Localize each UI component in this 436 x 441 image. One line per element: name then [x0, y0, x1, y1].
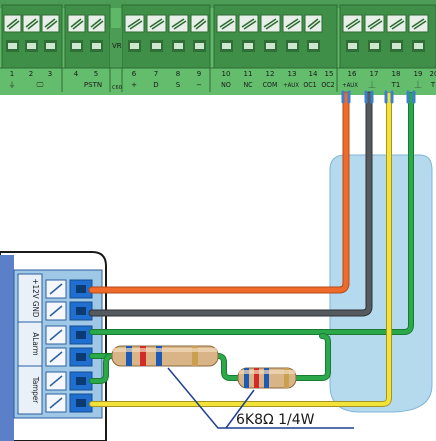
control-panel-board: VR — [0, 0, 436, 95]
terminal-11-label: NC — [243, 81, 253, 89]
terminal-9-label: − — [196, 81, 202, 89]
terminal-14-number: 14 — [309, 70, 318, 78]
resistor-2 — [237, 367, 297, 389]
terminal-6-number: 6 — [132, 70, 137, 78]
terminal-1-number: 1 — [10, 70, 14, 78]
terminal-1-label: ⏚ — [9, 81, 16, 89]
terminal-16-number: 16 — [348, 70, 357, 78]
vr-mark: VR — [112, 42, 122, 50]
terminal-4-number: 4 — [74, 70, 79, 78]
terminal-8-label: S — [176, 81, 181, 89]
terminal-7-number: 7 — [154, 70, 158, 78]
terminal-20-number: 20 — [430, 70, 436, 78]
terminal-12-number: 12 — [266, 70, 275, 78]
terminal-18-number: 18 — [392, 70, 401, 78]
terminal-7-label: D — [153, 81, 158, 89]
power-terminal-label: +12V GND — [31, 279, 40, 318]
terminal-17-number: 17 — [370, 70, 379, 78]
terminal-16-label: +AUX — [342, 82, 358, 89]
terminal-14-label: OC1 — [303, 81, 316, 89]
terminal-9-number: 9 — [197, 70, 201, 78]
resistor-value-label: 6K8Ω 1/4W — [236, 412, 315, 428]
terminal-13-label: +AUX — [283, 82, 299, 89]
tamper-terminal-label: Tamper — [31, 376, 40, 403]
terminal-5-number: 5 — [94, 70, 98, 78]
terminal-2-number: 2 — [29, 70, 33, 78]
c60-mark: C60 — [112, 85, 122, 91]
terminal-8-number: 8 — [176, 70, 180, 78]
terminal-10-number: 10 — [222, 70, 231, 78]
alarm-terminal-label: ALarm — [31, 332, 40, 355]
terminal-4-label: PSTN — [84, 81, 102, 89]
screw-row — [3, 14, 429, 52]
terminal-15-label: OC2 — [321, 81, 334, 89]
terminal-2-label: 🖵 — [37, 81, 44, 89]
terminal-3-number: 3 — [48, 70, 52, 78]
resistor-callout — [167, 367, 354, 429]
terminal-17-label: ⏊ — [369, 80, 376, 89]
black-wire — [88, 91, 373, 317]
terminal-12-label: COM — [263, 81, 278, 89]
detector-device: +12V GND ALarm Tamper — [0, 251, 107, 441]
red-wire — [88, 91, 350, 294]
terminal-15-number: 15 — [325, 70, 334, 78]
device-screw-row — [45, 279, 93, 413]
terminal-19-label: ⏊ — [415, 80, 422, 89]
terminal-20-label: T — [430, 81, 436, 89]
terminal-6-label: + — [131, 81, 137, 89]
terminal-10-label: NO — [221, 81, 231, 89]
terminal-18-label: T1 — [391, 81, 401, 89]
terminal-13-number: 13 — [288, 70, 297, 78]
cable-sheath — [329, 154, 433, 413]
terminal-11-number: 11 — [244, 70, 253, 78]
resistor-1 — [111, 345, 219, 367]
terminal-19-number: 19 — [414, 70, 423, 78]
